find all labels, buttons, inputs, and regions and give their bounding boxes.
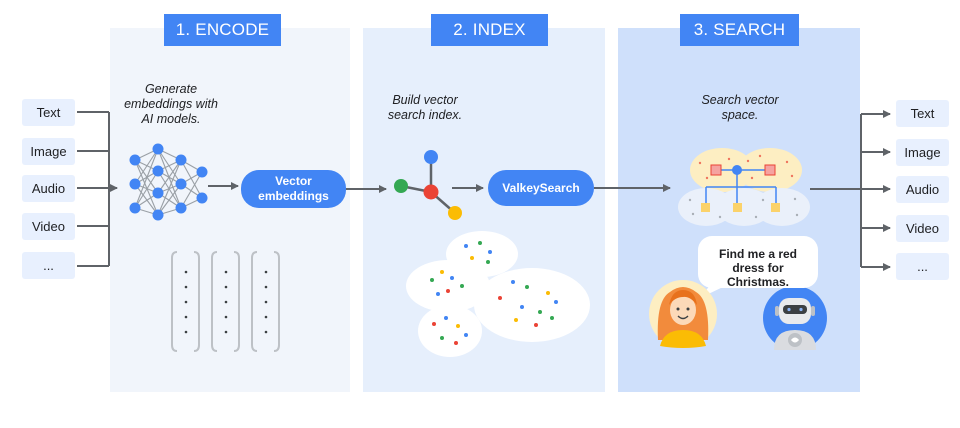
neural-network-icon	[129, 143, 208, 221]
input-more-box: ...	[22, 252, 75, 279]
input-text-box: Text	[22, 99, 75, 126]
index-stage-title: 2. INDEX	[431, 14, 548, 46]
vector-embeddings-label: Vector embeddings	[258, 174, 329, 203]
encode-stage-title: 1. ENCODE	[164, 14, 281, 46]
search-stage-title: 3. SEARCH	[680, 14, 799, 46]
input-video-box: Video	[22, 213, 75, 240]
output-video-box: Video	[896, 215, 949, 242]
output-audio-box: Audio	[896, 176, 949, 203]
output-more-box: ...	[896, 253, 949, 280]
query-speech-bubble: Find me a red dress for Christmas.	[698, 236, 818, 289]
embedding-cluster-icon	[406, 231, 590, 357]
graph-index-icon	[394, 150, 462, 220]
output-image-box: Image	[896, 139, 949, 166]
valkey-search-node: ValkeySearch	[488, 170, 594, 206]
encode-caption: Generate embeddings with AI models.	[124, 82, 218, 126]
input-image-box: Image	[22, 138, 75, 165]
output-bracket-lines	[810, 110, 891, 271]
output-text-box: Text	[896, 100, 949, 127]
user-avatar-icon	[649, 280, 717, 348]
vector-space-tree-icon	[678, 148, 810, 226]
input-bracket-lines	[77, 111, 118, 267]
robot-assistant-icon	[763, 286, 827, 350]
input-audio-box: Audio	[22, 175, 75, 202]
vector-column-icon	[171, 251, 280, 352]
encode-panel	[110, 28, 350, 392]
search-caption: Search vector space.	[701, 93, 779, 122]
index-caption: Build vector search index.	[387, 93, 463, 122]
vector-embeddings-node: Vector embeddings	[241, 170, 346, 208]
